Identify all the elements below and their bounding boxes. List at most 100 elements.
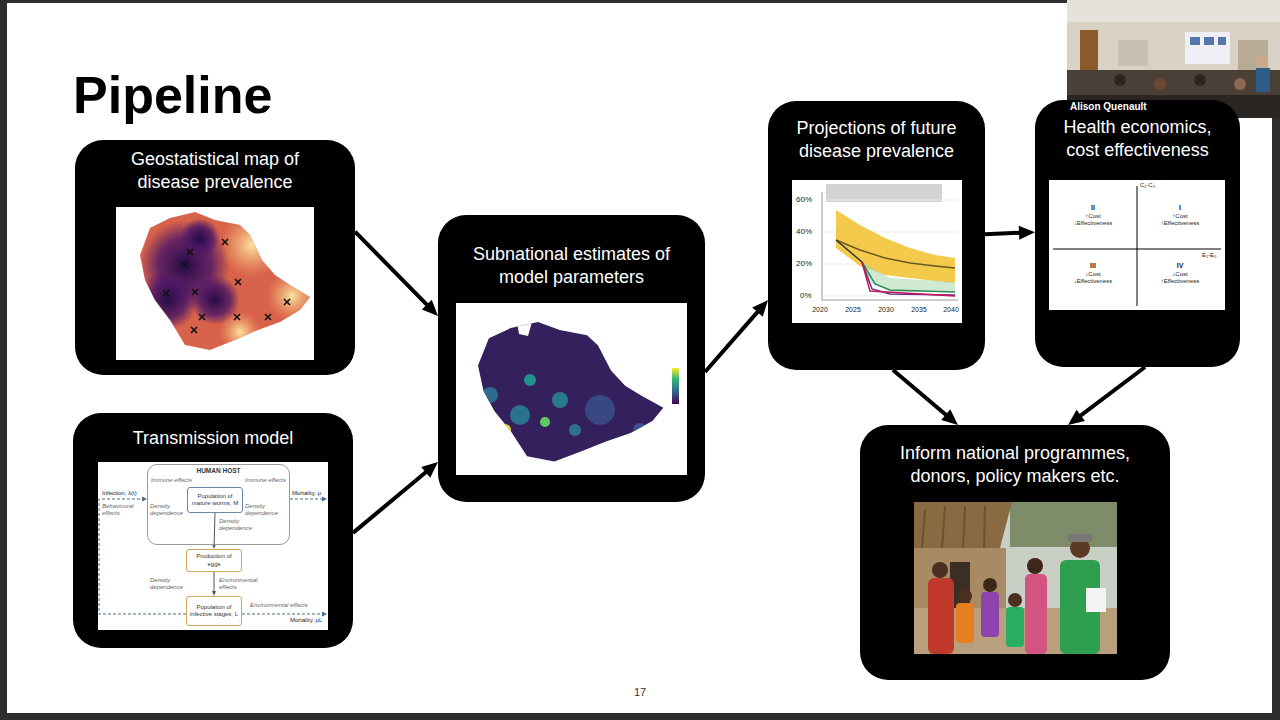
- webcam-overlay-part: [1256, 56, 1268, 68]
- parameter-map-part-part: [456, 303, 687, 475]
- parameter-map-part-part: [569, 424, 581, 436]
- prevalence-map-part: [116, 207, 314, 360]
- stage-box: Production of eggs: [186, 549, 242, 572]
- webcam-overlay-part: [1218, 37, 1226, 45]
- connector-arrow: [355, 232, 438, 316]
- field-photo-part: [1025, 574, 1047, 654]
- connector-arrow: [212, 513, 216, 549]
- arrow-head-part: [322, 612, 327, 617]
- webcam-overlay-part: [1234, 78, 1246, 90]
- projection-chart: [792, 180, 962, 323]
- arrow-head-part: [322, 497, 327, 502]
- prevalence-map-part-part: [180, 218, 220, 258]
- field-photo-part: [983, 578, 997, 592]
- connector-line: [214, 513, 216, 545]
- process-box: Subnational estimates of model parameter…: [438, 215, 705, 502]
- webcam-overlay-part: [1118, 40, 1148, 66]
- cost-effectiveness-plane: [1049, 180, 1225, 310]
- cost-effectiveness-plane-part: [1137, 186, 1138, 306]
- survey-marker-part: [192, 289, 198, 295]
- field-photo-part: [981, 592, 999, 637]
- text-label: 17: [634, 686, 646, 699]
- field-photo-part: [1068, 534, 1092, 542]
- arrow-head: [941, 409, 958, 425]
- projection-chart-part: [792, 180, 962, 323]
- box-heading: Geostatistical map of disease prevalence: [115, 148, 315, 193]
- slide-title: Pipeline: [73, 69, 272, 121]
- webcam-overlay-part: [1204, 37, 1214, 45]
- arrow-head: [1019, 226, 1035, 240]
- survey-marker-part: [235, 279, 241, 285]
- projection-chart-part: [826, 184, 942, 202]
- survey-marker-part: [222, 239, 228, 245]
- projection-chart-part: [836, 240, 862, 262]
- webcam-overlay-part: [1256, 68, 1270, 92]
- connector-arrow: [705, 300, 768, 372]
- box-label: HUMAN HOST: [150, 467, 287, 475]
- survey-marker-part: [234, 314, 240, 320]
- process-box: Geostatistical map of disease prevalence: [75, 140, 355, 375]
- prevalence-map-part-part: [267, 271, 314, 321]
- box-label: Population of mature worms, M: [190, 493, 240, 507]
- arrow-head: [1068, 410, 1085, 425]
- process-box: Inform national programmes, donors, poli…: [860, 425, 1170, 680]
- parameter-map-part: [456, 303, 687, 475]
- field-photo-part: [1027, 558, 1043, 574]
- field-photo-part: [956, 603, 974, 643]
- box-label: Production of eggs: [189, 553, 239, 567]
- connector-arrow: [1068, 367, 1145, 425]
- projection-chart-part: [862, 262, 955, 296]
- parameter-map: [456, 303, 687, 475]
- connector-arrow: [893, 370, 958, 425]
- field-photo-part: [958, 589, 972, 603]
- connector-line: [353, 470, 428, 533]
- box-heading: Subnational estimates of model parameter…: [458, 243, 685, 288]
- field-photo-part: [1086, 588, 1106, 612]
- survey-marker: [163, 239, 290, 333]
- process-box: Health economics, cost effectiveness: [1035, 100, 1240, 367]
- projection-chart-part: [822, 300, 958, 301]
- webcam-overlay-part: [1067, 0, 1280, 22]
- cost-effectiveness-plane-part: [1049, 180, 1225, 310]
- webcam-overlay-part: [1114, 74, 1126, 86]
- field-photo-part: [922, 506, 985, 549]
- transmission-diagram-part: [98, 462, 328, 630]
- survey-marker-part: [182, 262, 188, 268]
- connector-arrow: [212, 572, 216, 596]
- survey-marker-part: [191, 327, 197, 333]
- field-photo-part: [928, 578, 954, 654]
- box-label: Population of infective stages, L: [189, 604, 239, 618]
- flow-line-part: [242, 614, 323, 615]
- webcam-overlay-part: [1238, 40, 1268, 70]
- parameter-map-part-part: [482, 387, 498, 403]
- host-box: HUMAN HOST Population of mature worms, M: [147, 464, 290, 545]
- box-heading: Health economics, cost effectiveness: [1049, 116, 1226, 161]
- flow-line-part: [99, 499, 186, 614]
- flow-line-part: [290, 499, 323, 500]
- parameter-map-part-part: [633, 423, 647, 437]
- slide: [7, 3, 1272, 713]
- prevalence-map-part-part: [220, 213, 284, 277]
- parameter-map-part-part: [510, 405, 530, 425]
- survey-marker-part: [199, 314, 205, 320]
- field-photo-part: [1006, 607, 1024, 647]
- projection-chart-part-part: [822, 200, 958, 201]
- field-photo-part: [1008, 593, 1022, 607]
- webcam-overlay-part: [1080, 30, 1098, 76]
- parameter-map-part-part: [524, 374, 536, 386]
- connector-arrow: [985, 226, 1035, 240]
- stage-box: Population of infective stages, L: [186, 596, 242, 626]
- field-photo-part: [914, 502, 1117, 654]
- prevalence-map-part-part: [220, 312, 260, 352]
- prevalence-map-part-part: [138, 270, 198, 330]
- connector-line: [893, 370, 948, 417]
- parameter-map-part-part: [499, 424, 511, 436]
- process-box: Transmission modelHUMAN HOSTPopulation o…: [73, 413, 353, 648]
- survey-marker-part: [284, 299, 290, 305]
- connector-line: [1078, 367, 1145, 417]
- projection-chart-part: [836, 240, 955, 268]
- connector-line: [985, 233, 1022, 234]
- prevalence-map: [116, 207, 314, 360]
